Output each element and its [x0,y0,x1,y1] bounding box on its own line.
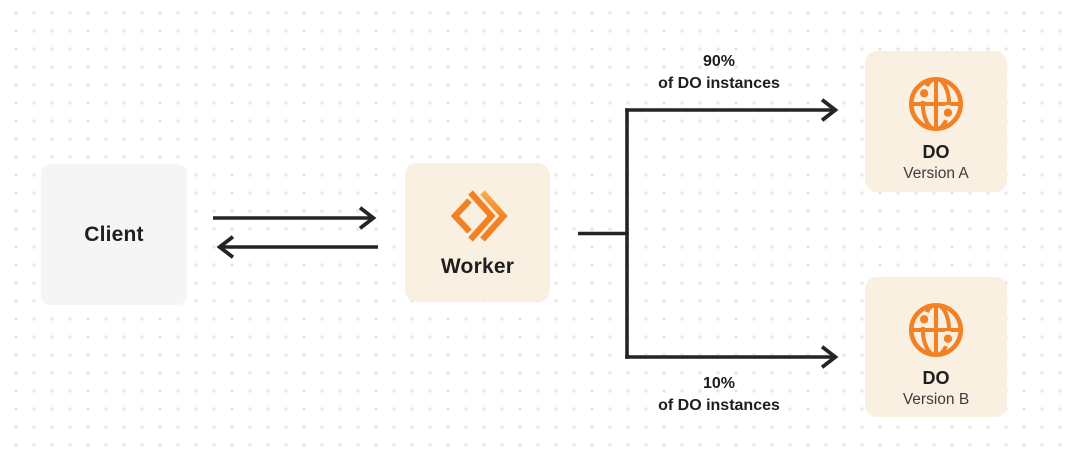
bottom-branch-caption: of DO instances [658,397,780,414]
bottom-branch-percent: 10% [702,375,736,392]
workers-logo-icon [445,187,511,245]
do-version-b-node: DO Version B [865,277,1007,417]
globe-icon [905,299,967,361]
client-label: Client [84,222,144,246]
bottom-branch-label: 10% of DO instances [658,373,780,417]
do-version-b-title: DO [922,367,950,388]
top-branch-percent: 90% [702,53,736,70]
top-branch-caption: of DO instances [658,75,780,92]
do-version-b-subtitle: Version B [902,390,970,408]
do-version-a-title: DO [922,142,950,162]
worker-node: Worker [405,163,550,302]
worker-label: Worker [440,254,515,278]
do-version-a-subtitle: Version A [903,165,969,182]
client-node: Client [41,164,187,305]
top-branch-label: 90% of DO instances [658,51,780,95]
globe-icon [905,73,967,135]
do-version-a-node: DO Version A [865,51,1007,192]
